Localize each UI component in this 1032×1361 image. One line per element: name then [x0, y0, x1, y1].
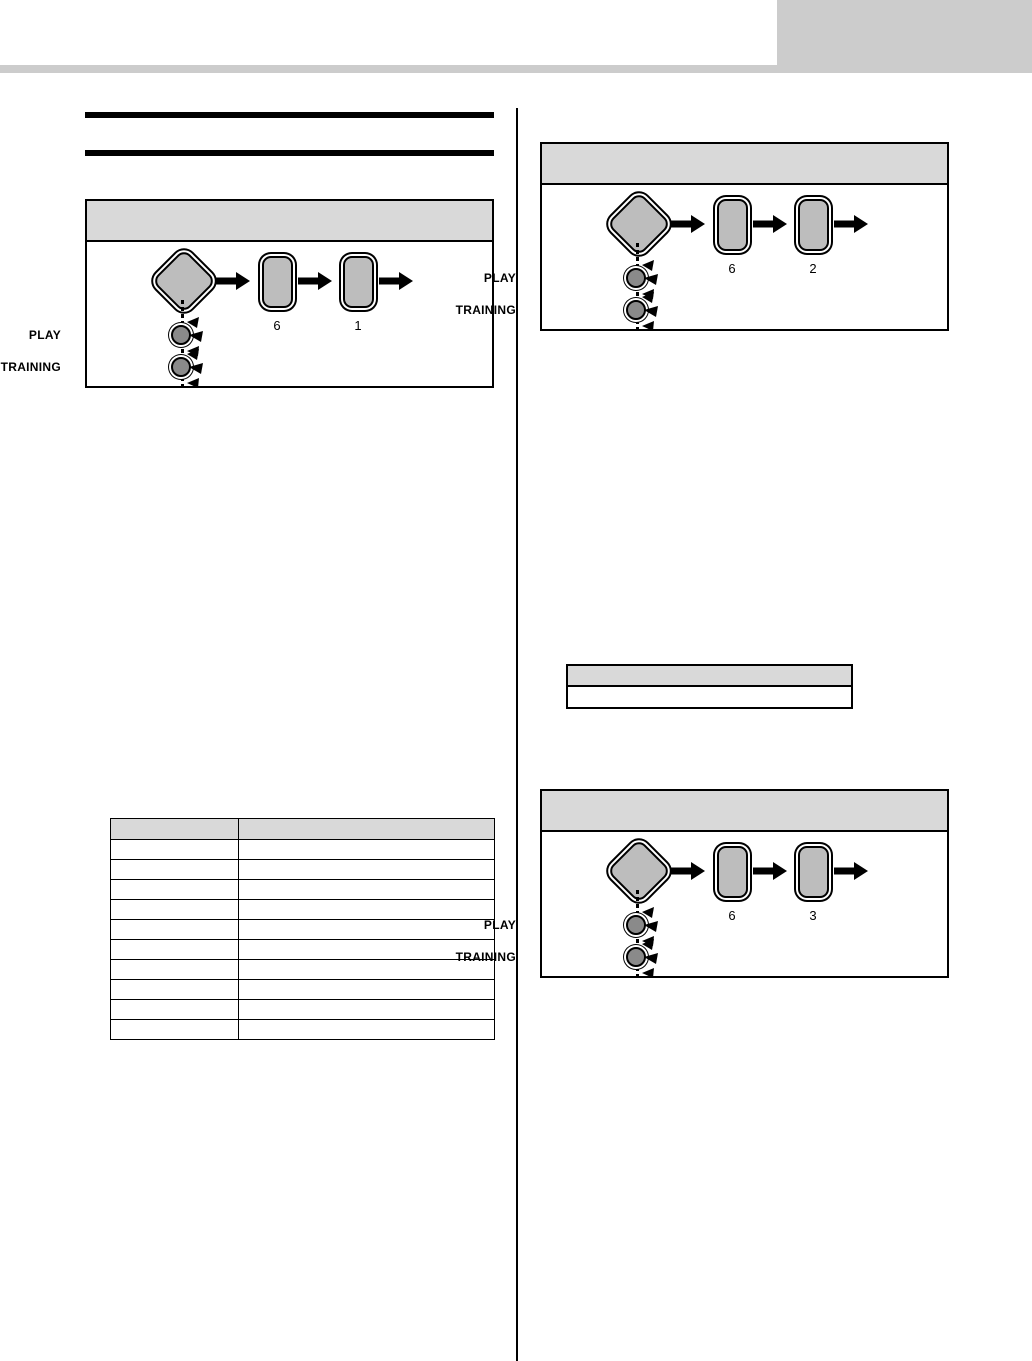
figure-body: 6 3 PLAY TRAINING — [456, 832, 947, 979]
table-header-cell — [238, 818, 495, 840]
figure-caption-band — [87, 201, 492, 242]
figure-box-left: 6 1 PLAY TRAINING — [1, 199, 494, 389]
table-cell-key — [110, 1019, 239, 1040]
diamond-mode-button-icon[interactable] — [606, 191, 672, 257]
indicator-label-play: PLAY — [483, 271, 516, 285]
right-arrow-icon — [671, 862, 705, 880]
right-arrow-icon — [834, 862, 868, 880]
diamond-mode-button-icon[interactable] — [151, 248, 217, 314]
led-blink-rays-icon — [187, 349, 203, 388]
number-button-label: 6 — [728, 908, 736, 923]
column-divider — [516, 108, 518, 1361]
table-row — [110, 1019, 495, 1040]
table-cell-value — [238, 999, 495, 1020]
right-arrow-icon — [671, 215, 705, 233]
number-button-label: 6 — [273, 318, 281, 333]
figure-caption-band — [542, 144, 947, 185]
right-arrow-icon — [834, 215, 868, 233]
table-cell-value — [238, 979, 495, 1000]
right-arrow-icon — [753, 215, 787, 233]
table-cell-value — [238, 839, 495, 860]
right-arrow-icon — [379, 272, 413, 290]
table-row — [110, 839, 495, 860]
note-box-body — [568, 687, 851, 707]
table-row — [110, 959, 495, 980]
note-box-header — [568, 666, 851, 687]
table-row — [110, 879, 495, 900]
table-cell-value — [238, 919, 495, 940]
spec-table — [110, 818, 495, 1040]
button-sequence-diagram: 6 2 PLAY TRAINING — [456, 185, 947, 332]
led-blink-rays-icon — [642, 292, 658, 331]
diamond-mode-button-icon[interactable] — [606, 838, 672, 904]
section-heading-rule — [85, 112, 494, 118]
figure-body: 6 1 PLAY TRAINING — [1, 242, 492, 389]
note-box — [566, 664, 853, 709]
indicator-label-training: TRAINING — [455, 950, 516, 964]
button-sequence-diagram: 6 3 PLAY TRAINING — [456, 832, 947, 979]
indicator-label-play: PLAY — [483, 918, 516, 932]
figure-box-right-bottom: 6 3 PLAY TRAINING — [456, 789, 949, 979]
right-arrow-icon — [216, 272, 250, 290]
indicator-label-training: TRAINING — [455, 303, 516, 317]
table-cell-key — [110, 999, 239, 1020]
number-button[interactable] — [798, 846, 829, 898]
table-row — [110, 899, 495, 920]
number-button[interactable] — [343, 256, 374, 308]
number-button[interactable] — [262, 256, 293, 308]
table-row — [110, 859, 495, 880]
indicator-label-training: TRAINING — [0, 360, 61, 374]
table-cell-value — [238, 859, 495, 880]
table-cell-key — [110, 859, 239, 880]
table-row — [110, 979, 495, 1000]
table-cell-key — [110, 979, 239, 1000]
led-blink-rays-icon — [642, 939, 658, 978]
figure-caption-band — [542, 791, 947, 832]
page-header-corner-block — [777, 0, 1032, 67]
table-cell-key — [110, 899, 239, 920]
table-header-cell — [110, 818, 239, 840]
table-row — [110, 919, 495, 940]
table-cell-key — [110, 879, 239, 900]
figure-box-right-top: 6 2 PLAY TRAINING — [456, 142, 949, 332]
number-button[interactable] — [717, 199, 748, 251]
page-header-rule — [0, 65, 1032, 73]
number-button-label: 3 — [809, 908, 817, 923]
number-button[interactable] — [798, 199, 829, 251]
table-row — [110, 999, 495, 1020]
table-cell-key — [110, 919, 239, 940]
table-cell-key — [110, 839, 239, 860]
number-button-label: 2 — [809, 261, 817, 276]
right-arrow-icon — [298, 272, 332, 290]
number-button[interactable] — [717, 846, 748, 898]
table-cell-key — [110, 939, 239, 960]
table-row — [110, 939, 495, 960]
table-cell-value — [238, 879, 495, 900]
subsection-heading-rule — [85, 150, 494, 156]
figure-body: 6 2 PLAY TRAINING — [456, 185, 947, 332]
table-header-row — [110, 818, 495, 840]
indicator-label-play: PLAY — [28, 328, 61, 342]
right-arrow-icon — [753, 862, 787, 880]
table-cell-value — [238, 899, 495, 920]
number-button-label: 1 — [354, 318, 362, 333]
button-sequence-diagram: 6 1 PLAY TRAINING — [1, 242, 492, 389]
number-button-label: 6 — [728, 261, 736, 276]
table-cell-key — [110, 959, 239, 980]
table-cell-value — [238, 1019, 495, 1040]
